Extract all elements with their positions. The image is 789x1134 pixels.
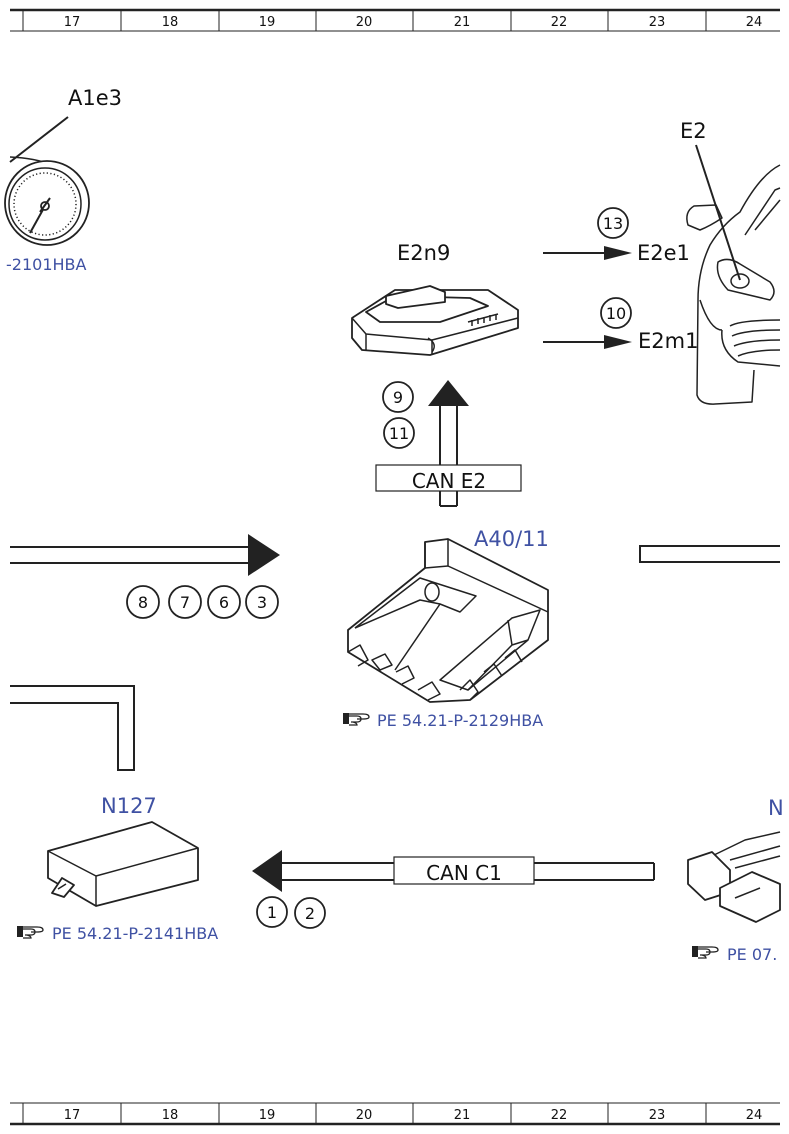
a1e3-label: A1e3 <box>68 86 122 110</box>
svg-text:3: 3 <box>257 593 267 612</box>
pointing-hand-icon <box>17 926 44 939</box>
svg-text:PE 07.: PE 07. <box>727 945 777 964</box>
svg-text:PE 54.21-P-2141HBA: PE 54.21-P-2141HBA <box>52 924 218 943</box>
can-c1-bus-arrow: CAN C1 <box>252 850 655 892</box>
a1e3-gauge-component: A1e3 -2101HBA <box>4 86 122 274</box>
grid-col-label: 19 <box>259 1108 276 1123</box>
svg-text:7: 7 <box>180 593 190 612</box>
grid-col-label: 24 <box>746 15 763 30</box>
svg-text:13: 13 <box>603 214 623 233</box>
marker-11: 11 <box>383 417 415 449</box>
a40-11-label: A40/11 <box>474 527 549 551</box>
svg-text:10: 10 <box>606 304 626 323</box>
a40-11-component: A40/11 <box>347 527 549 703</box>
can-e2-label: CAN E2 <box>412 469 486 493</box>
grid-col-label: 20 <box>356 15 373 30</box>
can-e2-bus-arrow: CAN E2 <box>375 380 522 507</box>
marker-8: 8 <box>126 585 160 619</box>
grid-col-label: 23 <box>649 15 666 30</box>
grid-col-label: 24 <box>746 1108 763 1123</box>
marker-1: 1 <box>256 896 288 928</box>
marker-2: 2 <box>294 897 326 929</box>
svg-text:11: 11 <box>389 424 409 443</box>
e2e1-label: E2e1 <box>637 241 690 265</box>
svg-text:PE 54.21-P-2129HBA: PE 54.21-P-2129HBA <box>377 711 543 730</box>
svg-text:6: 6 <box>219 593 229 612</box>
top-grid-ruler: 17 18 19 20 21 22 23 24 <box>10 8 780 32</box>
left-l-bus <box>10 685 135 771</box>
bottom-grid-ruler: 17 18 19 20 21 22 23 24 <box>10 1102 780 1126</box>
svg-text:9: 9 <box>393 388 403 407</box>
grid-col-label: 20 <box>356 1108 373 1123</box>
n-partial-label: N <box>768 796 784 820</box>
e2m1-label: E2m1 <box>638 329 698 353</box>
grid-col-label: 22 <box>551 1108 568 1123</box>
e2n9-component: E2n9 <box>351 241 519 356</box>
grid-col-label: 21 <box>454 1108 471 1123</box>
e2-label: E2 <box>680 119 707 143</box>
n-partial-component: N <box>687 796 784 923</box>
a1e3-ref-link[interactable]: -2101HBA <box>6 255 87 274</box>
can-c1-label: CAN C1 <box>426 861 502 885</box>
grid-col-label: 22 <box>551 15 568 30</box>
marker-3: 3 <box>245 585 279 619</box>
n127-label: N127 <box>101 794 157 818</box>
grid-col-label: 18 <box>162 1108 179 1123</box>
grid-col-label: 18 <box>162 15 179 30</box>
left-incoming-bus-arrow <box>10 534 280 576</box>
e2n9-label: E2n9 <box>397 241 450 265</box>
svg-text:8: 8 <box>138 593 148 612</box>
e2-headlamp-component: E2 <box>680 119 781 405</box>
n-partial-ref-link[interactable]: PE 07. <box>692 945 777 964</box>
pointing-hand-icon <box>343 713 370 726</box>
e2n9-to-e2e1-arrow <box>543 246 632 260</box>
grid-col-label: 21 <box>454 15 471 30</box>
grid-col-label: 19 <box>259 15 276 30</box>
grid-col-label: 17 <box>64 15 81 30</box>
marker-13: 13 <box>597 207 629 239</box>
marker-9: 9 <box>382 381 414 413</box>
n127-ref-link[interactable]: PE 54.21-P-2141HBA <box>17 924 218 943</box>
marker-10: 10 <box>600 297 632 329</box>
n127-component: N127 <box>47 794 199 907</box>
svg-text:2: 2 <box>305 904 315 923</box>
svg-text:1: 1 <box>267 903 277 922</box>
right-bus-stub <box>639 545 780 563</box>
e2n9-to-e2m1-arrow <box>543 335 632 349</box>
grid-col-label: 17 <box>64 1108 81 1123</box>
a40-11-ref-link[interactable]: PE 54.21-P-2129HBA <box>343 711 543 730</box>
grid-col-label: 23 <box>649 1108 666 1123</box>
marker-6: 6 <box>207 585 241 619</box>
pointing-hand-icon <box>692 946 719 959</box>
marker-7: 7 <box>168 585 202 619</box>
